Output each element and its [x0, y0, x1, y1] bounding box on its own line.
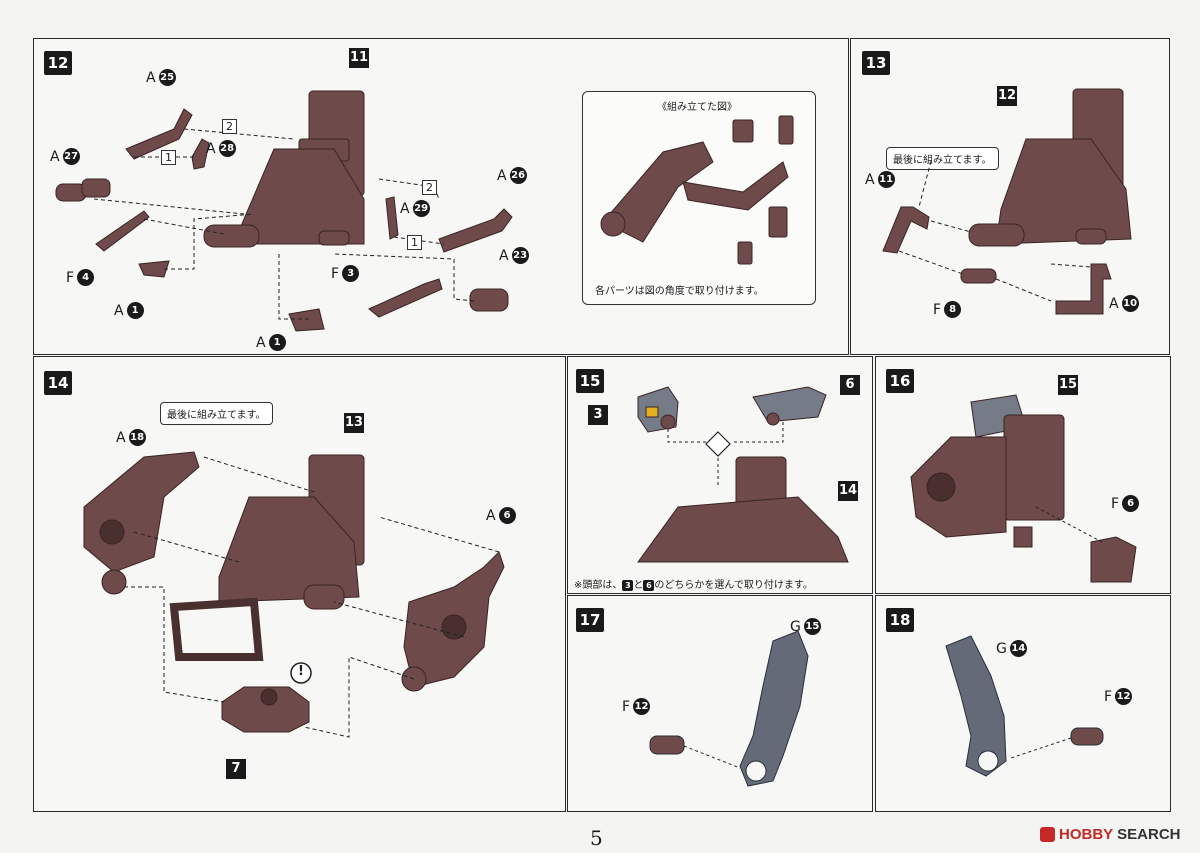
- part-a10: [1055, 263, 1112, 315]
- step-number: 17: [576, 608, 604, 632]
- part-a1b: [288, 308, 325, 332]
- part-a18: [83, 451, 200, 573]
- step-number: 16: [886, 369, 914, 393]
- step-18-illustration: [945, 635, 1104, 777]
- head-part-3: 3: [588, 405, 608, 425]
- part-a26: [438, 208, 513, 253]
- part-f4: [95, 210, 150, 252]
- part-7: [221, 686, 310, 733]
- inset-note: 各パーツは図の角度で取り付けます。: [595, 286, 764, 297]
- assembled-view-illustration: [600, 115, 794, 265]
- head-part-6: 6: [840, 375, 860, 395]
- part-f6: [1090, 536, 1137, 583]
- order-mark-2a: 2: [222, 119, 237, 134]
- main-part-number: 14: [838, 481, 858, 501]
- selection-diamond: [705, 431, 731, 457]
- order-mark-1a: 1: [161, 150, 176, 165]
- part-ref-7: 7: [226, 759, 246, 779]
- part-g14: [945, 635, 1007, 777]
- step-15-illustration: [637, 386, 849, 563]
- part-g15: [739, 630, 809, 787]
- part-a25: [125, 108, 193, 160]
- order-mark-2b: 2: [422, 180, 437, 195]
- step-number: 13: [862, 51, 890, 75]
- watermark-logo: HOBBY SEARCH: [1040, 826, 1181, 843]
- head-6-model: [752, 386, 827, 423]
- step-number: 15: [576, 369, 604, 393]
- inset-title: 《組み立てた図》: [657, 102, 737, 113]
- part-a28: [191, 138, 210, 170]
- part-f12: [649, 735, 685, 755]
- step-17-illustration: [649, 630, 809, 787]
- main-part-number: 13: [344, 413, 364, 433]
- step-number: 14: [44, 371, 72, 395]
- step-12-illustration: [55, 90, 513, 332]
- step-number: 18: [886, 608, 914, 632]
- caution-mark: !: [298, 664, 304, 679]
- step-number: 12: [44, 51, 72, 75]
- part-a29: [385, 196, 399, 240]
- logo-icon: [1040, 827, 1055, 842]
- main-part-number: 11: [349, 48, 369, 68]
- callout-assemble-last: 最後に組み立てます。: [886, 147, 999, 170]
- assembled-view-inset: 《組み立てた図》 各パーツは図の角度で取り付けます。: [582, 91, 816, 305]
- step-14-panel: 14 13 最後に組み立てます。: [33, 356, 566, 812]
- main-part-number: 15: [1058, 375, 1078, 395]
- step-16-illustration: [910, 394, 1137, 583]
- callout-assemble-last: 最後に組み立てます。: [160, 402, 273, 425]
- part-f8: [960, 268, 997, 284]
- step-14-illustration: [83, 451, 505, 738]
- step-13-illustration: [882, 88, 1132, 315]
- part-a11: [882, 206, 930, 254]
- part-f3: [368, 278, 443, 318]
- caution-icon: [290, 662, 312, 684]
- step-12-panel: 12 11: [33, 38, 849, 355]
- part-a1a: [138, 260, 170, 278]
- order-mark-1b: 1: [407, 235, 422, 250]
- main-part-number: 12: [997, 86, 1017, 106]
- part-f12: [1070, 727, 1104, 746]
- page-number: 5: [590, 826, 603, 850]
- part-a23: [469, 288, 509, 312]
